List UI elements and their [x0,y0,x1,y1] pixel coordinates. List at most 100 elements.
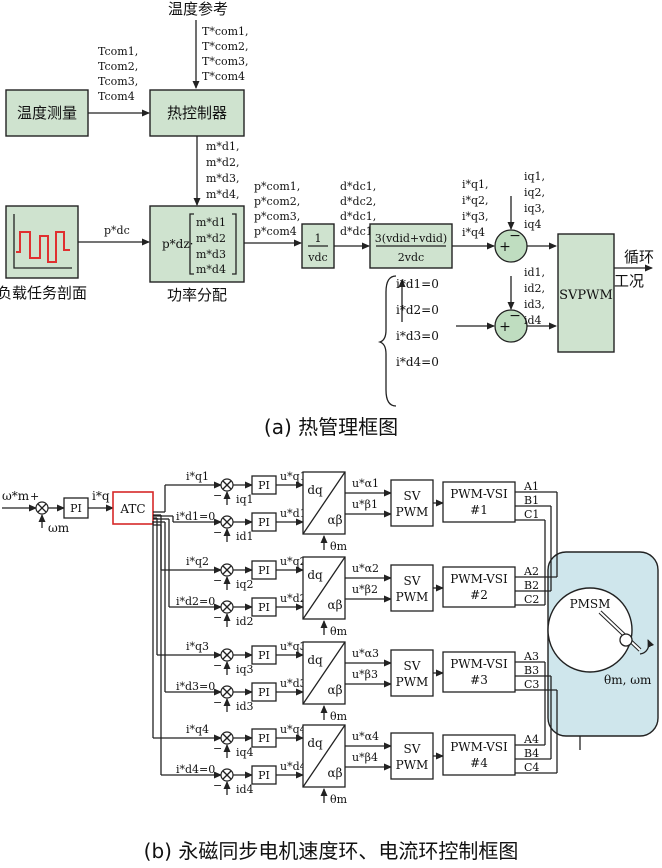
sum-d-plus: + [499,319,511,335]
ch4-q-sum-cross [222,733,232,743]
ch1-ud: u*d1 [280,507,307,520]
ch3-phase-3: C3 [524,678,539,691]
ch3-q-sum-cross [222,650,232,660]
iq-meas-2: iq2, [524,186,545,199]
ch4-pwm-label: PWM [396,758,429,772]
ch1-dq-label: dq [307,483,323,497]
iq-ref-2: i*q2, [462,194,489,207]
ch2-pwm-label: PWM [396,590,429,604]
id-ref-4: i*d4=0 [396,355,439,369]
ch3-uq: u*q3 [280,640,307,653]
ch2-d-sum-cross [222,602,232,612]
ch2-svpwm [390,564,434,612]
ch2-ualpha: u*α2 [352,562,379,575]
ch3-q-pi-label: PI [258,649,270,662]
tcom-meas-3: Tcom3, [98,75,138,88]
id-meas-3: id3, [524,298,545,311]
iq-ref-3: i*q3, [462,210,489,223]
p-com-4: p*com4 [254,225,297,238]
pmsm-rotation-arrow [639,639,655,655]
d-dc-4: d*dc1 [340,225,373,238]
tcom-ref-list: T*com1, T*com2, T*com3, T*com4 [202,25,249,83]
ch1-q-sum-cross [222,480,232,490]
alloc-matrix: m*d1 m*d2 m*d3 m*d4 [196,216,226,276]
caption-a: (a) 热管理框图 [264,415,398,439]
ch4-q-pi-label: PI [258,732,270,745]
omega-ref-label: ω*m [2,489,30,503]
ch2-ubeta: u*β2 [352,583,378,596]
ch2-id: id2 [236,615,254,628]
caption-b: (b) 永磁同步电机速度环、电流环控制框图 [144,839,519,863]
p-com-2: p*com2, [254,195,300,208]
tcom-meas-1: Tcom1, [98,45,138,58]
ch3-id: id3 [236,700,254,713]
ch3-vsi-num: #3 [470,673,488,687]
ch1-iq-ref: i*q1 [186,470,209,483]
ch2-uq: u*q2 [280,555,307,568]
ch4-vsi-num: #4 [470,756,488,770]
atc-block [112,491,154,525]
iq-meas-4: iq4 [524,218,542,231]
ch4-vsi [442,734,516,776]
ch1-ab-label: αβ [327,513,342,527]
pmsm-encoder [619,633,633,647]
id-ref-2: i*d2=0 [396,303,439,317]
ch3-theta: θm [330,710,348,723]
m-ref-4: m*d4, [206,188,239,201]
ch2-ab-label: αβ [327,598,342,612]
ch1-ubeta: u*β1 [352,498,378,511]
sum-q-plus: + [499,239,511,255]
temp-measure-label: 温度测量 [17,104,77,122]
ch3-ud: u*d3 [280,677,307,690]
omega-m-label: ωm [48,521,70,535]
pmsm-output-label: θm, ωm [604,673,652,687]
ch2-phase-1: A2 [523,565,539,578]
id-ref-3: i*d3=0 [396,329,439,343]
signal-line [302,724,346,788]
iq-ref-1: i*q1, [462,178,489,191]
signal-line [302,641,346,705]
ch3-iq: iq3 [236,663,254,676]
ch2-vsi-label: PWM-VSI [450,572,508,586]
ch1-phase-1: A1 [523,480,539,493]
temp-ref-label: 温度参考 [168,0,228,18]
ch2-vsi-num: #2 [470,588,488,602]
speed-sum-cross [37,503,47,513]
load-profile-block [5,205,79,279]
signal-line [302,556,346,620]
ch4-phase-1: A4 [523,733,539,746]
ch1-vsi-label: PWM-VSI [450,487,508,501]
iq-ref-list: i*q1, i*q2, i*q3, i*q4 [462,178,489,239]
iq-meas-list: iq1, iq2, iq3, iq4 [524,170,545,231]
ch3-svpwm [390,649,434,697]
ch4-vsi-label: PWM-VSI [450,740,508,754]
power-alloc-block [149,205,245,283]
sum-q-minus: − [509,228,521,244]
pmsm-shaft-inner [599,611,641,651]
ch4-phase-3: C4 [524,761,539,774]
tcom-meas-list: Tcom1, Tcom2, Tcom3, Tcom4 [98,45,138,103]
ch3-ubeta: u*β3 [352,668,378,681]
ch1-svpwm [390,479,434,527]
ch4-sv-label: SV [404,742,421,756]
ch3-vsi [442,651,516,693]
id-ref-1: i*d1=0 [396,277,439,291]
load-profile-wave [16,231,70,263]
ch2-sv-label: SV [404,574,421,588]
ch4-id: id4 [236,783,254,796]
ch3-phase-1: A3 [523,650,539,663]
ch3-phase-2: B3 [524,664,539,677]
ch4-ud: u*d4 [280,760,307,773]
tcom-ref-4: T*com4 [202,70,245,83]
thermal-controller-block [149,89,245,137]
thermal-controller-label: 热控制器 [167,104,227,122]
ch1-id-ref: i*d1=0 [176,510,215,523]
m-ref-2: m*d2, [206,156,239,169]
iq-ref-4: i*q4 [462,226,485,239]
ch3-d-sum-cross [222,687,232,697]
ch3-pwm-label: PWM [396,675,429,689]
tcom-ref-3: T*com3, [202,55,249,68]
load-profile-axes [13,214,72,269]
